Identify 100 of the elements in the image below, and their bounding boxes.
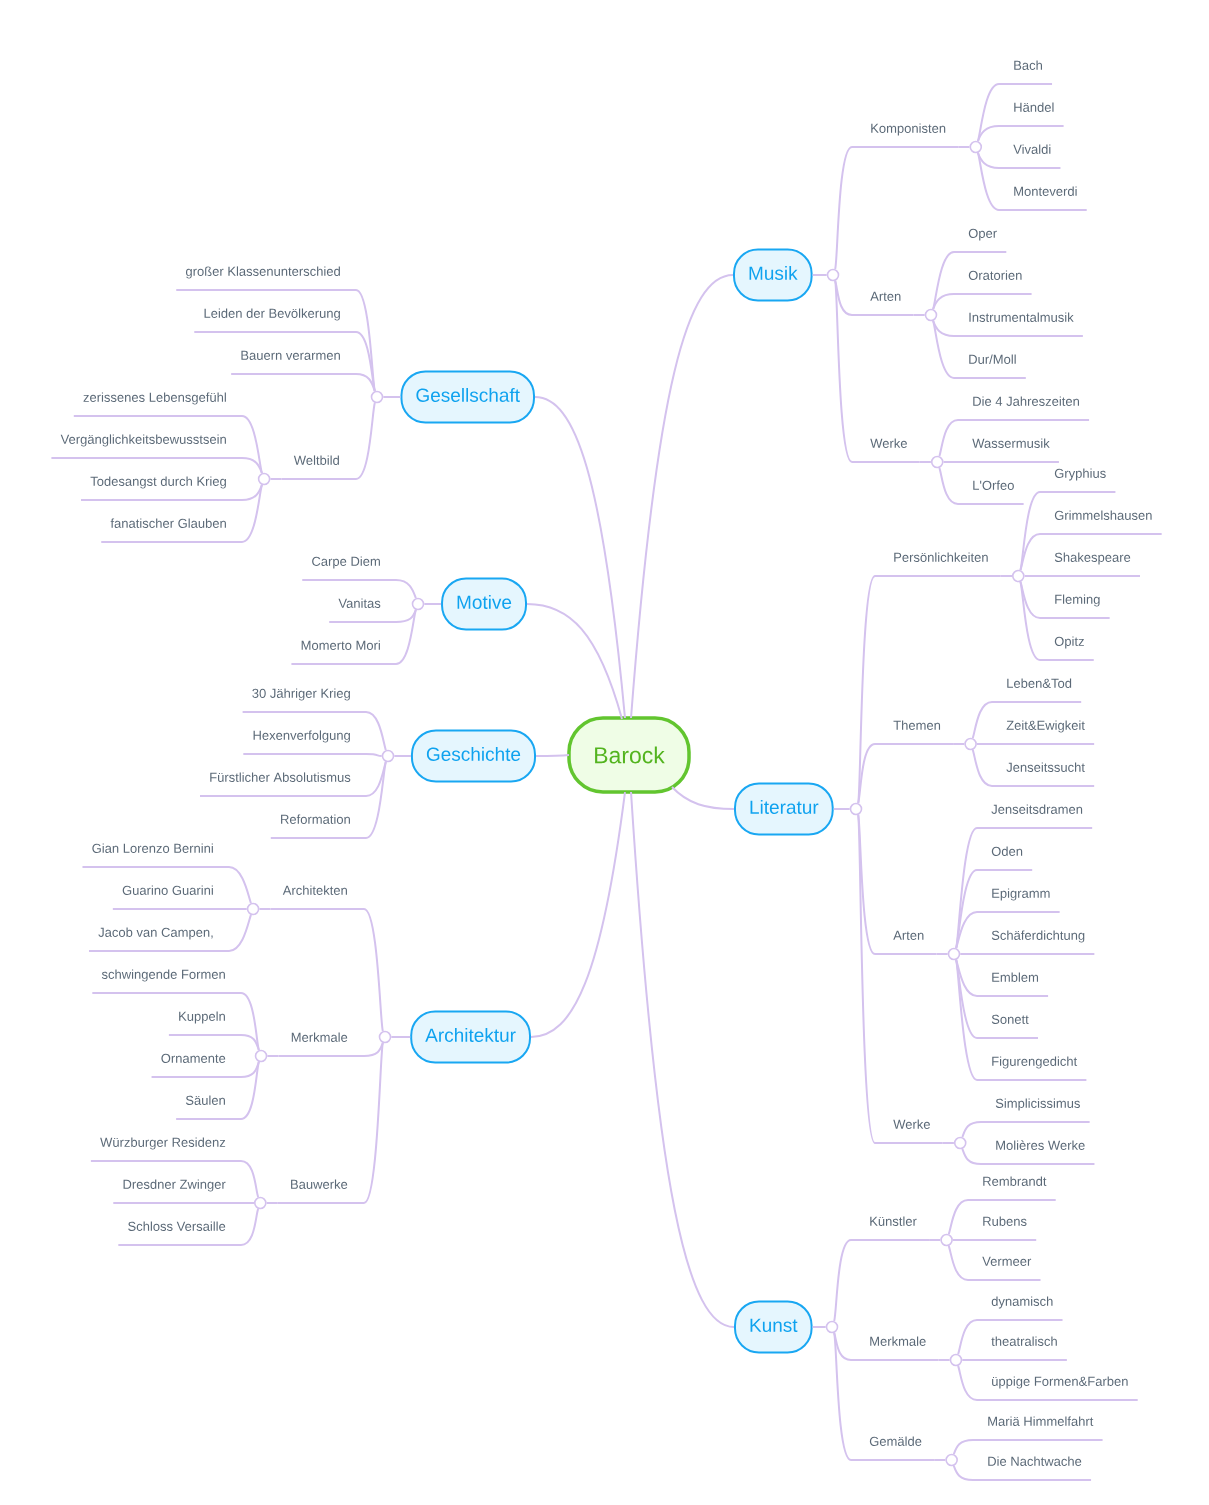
topic-label: Vergänglichkeitsbewusstsein: [50, 434, 243, 459]
topic-label: üppige Formen&Farben: [976, 1376, 1139, 1401]
topic-label: Gryphius: [1039, 468, 1117, 493]
topic-label: Werke: [851, 438, 921, 463]
branch-line: [266, 1055, 280, 1057]
branch-line: [975, 743, 993, 745]
topic-label: Schloss Versaille: [117, 1221, 242, 1246]
branch-line: [365, 760, 387, 839]
branch-line: [833, 1331, 852, 1461]
topic-label: Schäferdichtung: [976, 930, 1096, 955]
topic-label: Würzburger Residenz: [89, 1137, 242, 1162]
topic-label: Fürstlicher Absolutismus: [199, 772, 367, 797]
topic-pill: Kunst: [734, 1300, 813, 1354]
root-pill: Barock: [567, 716, 691, 794]
branch-line: [976, 151, 1000, 211]
topic-label: Shakespeare: [1039, 552, 1141, 577]
branch-line: [395, 608, 417, 665]
topic-label: Grimmelshausen: [1039, 510, 1163, 535]
topic-label: theatralisch: [976, 1336, 1068, 1361]
topic-label: Leiden der Bevölkerung: [193, 308, 357, 333]
branch-line: [918, 461, 932, 463]
topic-label: 30 Jähriger Krieg: [241, 688, 367, 713]
branch-line: [534, 396, 626, 719]
branch-line: [265, 1202, 279, 1204]
branch-line: [955, 911, 978, 950]
topic-label: Wassermusik: [957, 438, 1060, 463]
branch-line: [947, 1244, 969, 1281]
topic-label: Persönlichkeiten: [874, 552, 1002, 577]
branch-line: [535, 754, 570, 757]
branch-line: [269, 478, 283, 480]
branch-line: [955, 869, 978, 950]
topic-label: Molières Werke: [980, 1140, 1096, 1165]
topic-label: Opitz: [1039, 636, 1095, 661]
topic-pill: Musik: [733, 248, 813, 302]
branch-line: [957, 146, 971, 148]
topic-label: Reformation: [269, 814, 367, 839]
branch-line: [938, 419, 959, 458]
branch-line: [240, 1207, 260, 1246]
branch-line: [355, 401, 376, 480]
branch-line: [241, 415, 263, 475]
topic-label: Die Nachtwache: [972, 1456, 1093, 1481]
topic-label: Dur/Moll: [953, 354, 1027, 379]
branch-line: [961, 1121, 982, 1139]
topic-label: Vivaldi: [998, 144, 1062, 169]
topic-label: Arten: [874, 930, 938, 955]
topic-label: Künstler: [850, 1216, 931, 1241]
topic-pill: Literatur: [734, 782, 834, 836]
topic-label: Jenseitssucht: [991, 762, 1096, 787]
branch-line: [933, 1459, 947, 1461]
topic-label: dynamisch: [976, 1296, 1064, 1321]
branch-line: [382, 396, 402, 398]
branch-line: [942, 461, 959, 463]
branch-line: [355, 373, 376, 393]
topic-label: Oratorien: [953, 270, 1033, 295]
topic-label: Merkmale: [277, 1032, 365, 1057]
branch-line: [961, 1359, 978, 1361]
branch-line: [957, 1319, 978, 1356]
branch-line: [355, 289, 376, 393]
branch-line: [952, 1439, 974, 1456]
branch-line: [971, 748, 993, 787]
branch-line: [999, 575, 1013, 577]
topic-label: Themen: [874, 720, 955, 745]
branch-line: [952, 743, 966, 745]
branch-line: [363, 1041, 384, 1204]
topic-label: Vanitas: [328, 598, 397, 623]
topic-label: Vermeer: [967, 1256, 1042, 1281]
topic-label: L'Orfeo: [957, 480, 1025, 505]
branch-line: [240, 1060, 260, 1120]
topic-label: Mariä Himmelfahrt: [972, 1416, 1104, 1441]
branch-line: [834, 146, 853, 271]
branch-line: [630, 274, 734, 719]
branch-line: [941, 1142, 955, 1144]
branch-line: [832, 808, 851, 810]
topic-pill: Architektur: [410, 1010, 531, 1064]
topic-label: Ornamente: [150, 1053, 242, 1078]
topic-label: Simplicissimus: [980, 1098, 1091, 1123]
branch-line: [228, 913, 252, 952]
branch-line: [857, 813, 876, 1144]
topic-label: Oden: [976, 846, 1034, 871]
branch-line: [240, 1160, 260, 1199]
branch-line: [937, 1359, 951, 1361]
branch-line: [955, 958, 978, 1039]
branch-line: [928, 1239, 942, 1241]
topic-label: Todesangst durch Krieg: [80, 476, 243, 501]
branch-line: [971, 701, 993, 740]
topic-label: Bach: [998, 60, 1054, 85]
topic-label: Leben&Tod: [991, 678, 1083, 703]
branch-line: [363, 908, 384, 1033]
branch-line: [938, 466, 959, 505]
branch-line: [240, 1034, 260, 1052]
topic-label: Säulen: [175, 1095, 242, 1120]
topic-label: großer Klassenunterschied: [175, 266, 357, 291]
topic-label: fanatischer Glauben: [100, 518, 243, 543]
branch-line: [241, 457, 263, 475]
topic-label: Werke: [874, 1119, 944, 1144]
topic-label: Architekten: [269, 885, 365, 910]
branch-line: [834, 279, 853, 316]
branch-line: [363, 1041, 384, 1057]
topic-label: Hexenverfolgung: [242, 730, 367, 755]
topic-label: Jenseitsdramen: [976, 804, 1094, 829]
